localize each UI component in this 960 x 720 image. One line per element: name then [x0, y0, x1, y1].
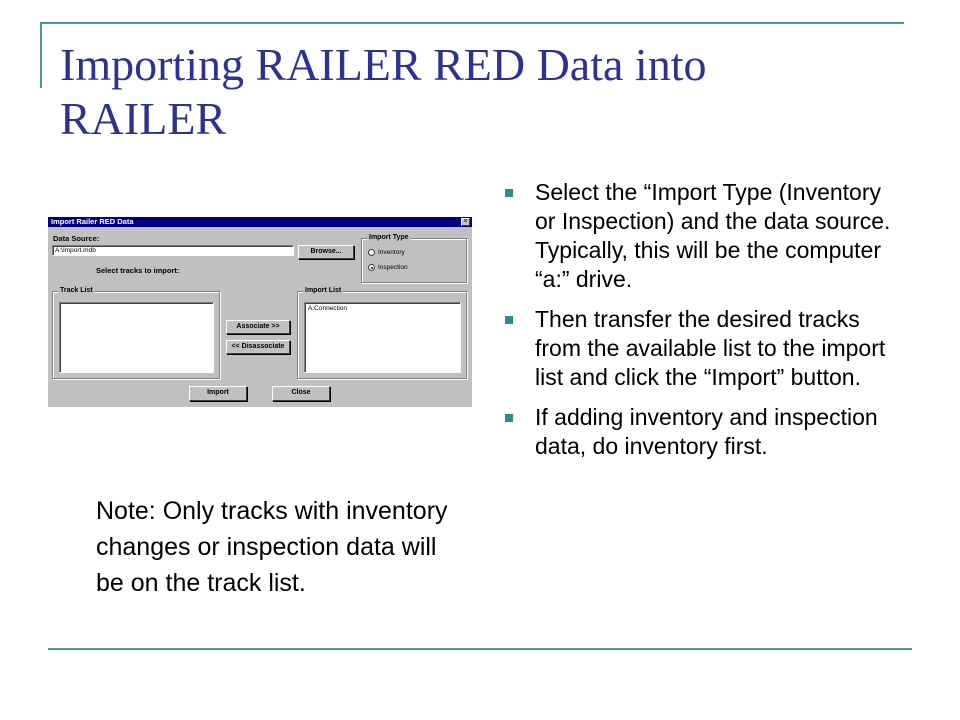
- bullet-list: Select the “Import Type (Inventory or In…: [505, 178, 905, 472]
- list-item[interactable]: A:Connection: [308, 305, 348, 312]
- square-bullet-icon: [505, 414, 513, 422]
- import-list-legend: Import List: [303, 286, 344, 296]
- associate-button[interactable]: Associate >>: [226, 320, 290, 334]
- bullet-text: Select the “Import Type (Inventory or In…: [535, 179, 891, 292]
- bottom-rule: [48, 648, 912, 650]
- data-source-input[interactable]: A:\Import.mdb: [52, 245, 294, 256]
- note-text: Note: Only tracks with inventory changes…: [96, 497, 448, 597]
- select-tracks-label: Select tracks to import:: [96, 266, 180, 275]
- browse-button[interactable]: Browse...: [298, 245, 354, 259]
- data-source-label: Data Source:: [53, 234, 100, 243]
- track-list-box[interactable]: [59, 302, 214, 373]
- bullet-text: Then transfer the desired tracks from th…: [535, 306, 886, 390]
- browse-button-label: Browse...: [310, 248, 342, 255]
- bullet-text: If adding inventory and inspection data,…: [535, 404, 878, 459]
- import-button[interactable]: Import: [189, 386, 247, 401]
- track-list-legend: Track List: [58, 286, 95, 296]
- dialog-titlebar: Import Railer RED Data ×: [48, 217, 472, 227]
- list-item: Then transfer the desired tracks from th…: [505, 305, 905, 392]
- square-bullet-icon: [505, 316, 513, 324]
- dialog-title: Import Railer RED Data: [51, 217, 134, 226]
- disassociate-button[interactable]: << Disassociate: [226, 340, 290, 354]
- top-rule: [40, 22, 904, 24]
- slide-title: Importing RAILER RED Data into RAILER: [60, 39, 707, 144]
- close-icon[interactable]: ×: [461, 218, 470, 226]
- close-button-label: Close: [291, 389, 311, 396]
- radio-inventory[interactable]: [368, 249, 375, 256]
- radio-inspection-label: Inspection: [378, 264, 408, 271]
- close-button[interactable]: Close: [272, 386, 330, 401]
- import-type-group: Import Type Inventory Inspection: [361, 233, 467, 283]
- import-list-group: Import List A:Connection: [297, 286, 467, 379]
- track-list-group: Track List: [52, 286, 220, 379]
- disassociate-button-label: << Disassociate: [231, 343, 285, 350]
- radio-inventory-label: Inventory: [378, 249, 405, 256]
- list-item: If adding inventory and inspection data,…: [505, 403, 905, 461]
- list-item: Select the “Import Type (Inventory or In…: [505, 178, 905, 294]
- radio-inspection[interactable]: [368, 264, 375, 271]
- import-dialog: Import Railer RED Data × Data Source: A:…: [48, 217, 472, 407]
- square-bullet-icon: [505, 189, 513, 197]
- import-type-legend: Import Type: [367, 233, 411, 243]
- left-rule: [40, 22, 42, 88]
- import-list-box[interactable]: A:Connection: [304, 302, 461, 373]
- associate-button-label: Associate >>: [236, 323, 280, 330]
- import-button-label: Import: [207, 389, 229, 396]
